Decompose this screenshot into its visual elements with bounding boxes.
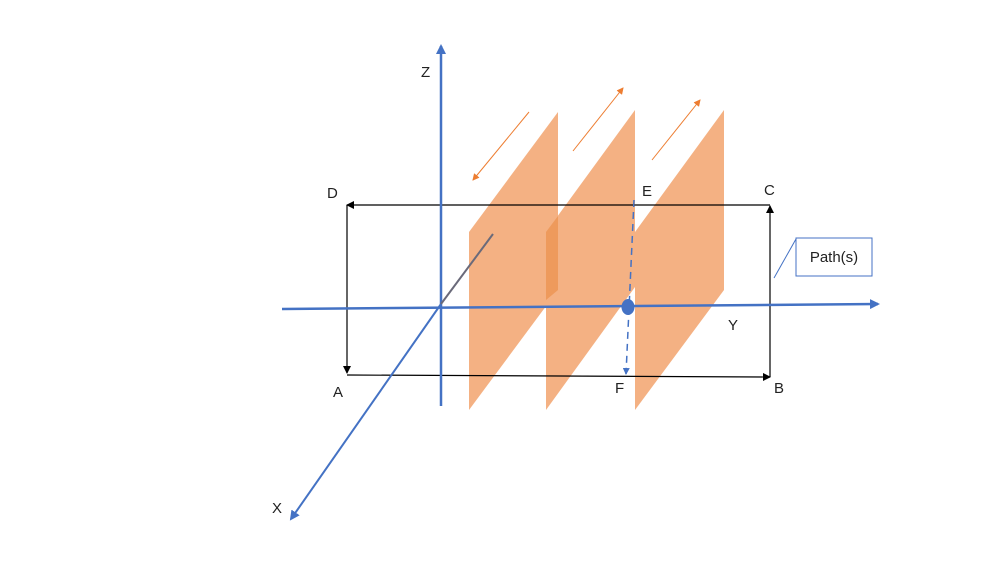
motion-arrow-1 xyxy=(472,111,530,181)
label-y: Y xyxy=(728,317,738,334)
plane-3 xyxy=(635,110,724,410)
callout-leader xyxy=(773,238,797,279)
callout-label: Path(s) xyxy=(810,249,858,266)
label-d: D xyxy=(327,185,338,202)
label-z: Z xyxy=(421,64,430,81)
path-segment-ab xyxy=(346,372,771,381)
label-a: A xyxy=(333,384,343,401)
dashed-line-ef xyxy=(622,199,635,375)
motion-arrow-3 xyxy=(651,99,701,161)
label-e: E xyxy=(642,183,652,200)
label-x: X xyxy=(272,500,282,517)
y-axis xyxy=(281,299,880,311)
x-axis-back xyxy=(440,233,494,305)
plane-1 xyxy=(469,112,558,410)
plane-2 xyxy=(546,110,635,410)
label-f: F xyxy=(615,380,624,397)
x-axis xyxy=(289,303,442,521)
point-marker xyxy=(621,299,635,315)
callout-box xyxy=(795,237,873,277)
label-c: C xyxy=(764,182,775,199)
motion-arrow-2 xyxy=(572,87,624,152)
plane-overlap xyxy=(546,216,558,300)
label-b: B xyxy=(774,380,784,397)
